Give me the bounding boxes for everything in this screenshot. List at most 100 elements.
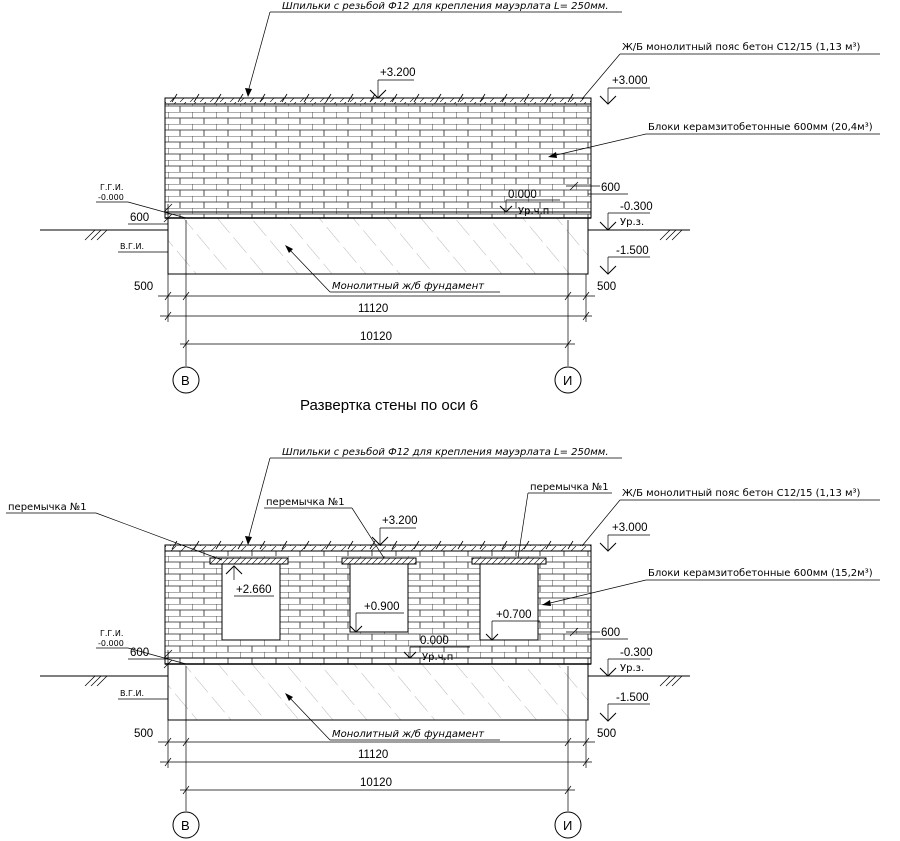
window-opening-3 xyxy=(479,563,539,641)
dim-500-left: 500 xyxy=(134,281,153,293)
level-window-2: +0.900 xyxy=(364,601,400,613)
stud-tick xyxy=(237,540,244,550)
ggi-label: Г.Г.И. xyxy=(100,183,123,192)
foundation xyxy=(167,217,589,275)
elevation-1: Шпильки с резьбой Ф12 для крепления мауэ… xyxy=(40,0,880,394)
axis-marker-right xyxy=(554,366,582,394)
dim-500-right: 500 xyxy=(597,281,616,293)
window-opening-2 xyxy=(349,563,409,633)
stud-tick xyxy=(193,540,200,550)
belt-label: Ж/Б монолитный пояс бетон С12/15 (1,13 м… xyxy=(622,488,861,499)
lintel-2 xyxy=(341,557,417,565)
foundation-label: Монолитный ж/б фундамент xyxy=(332,280,485,292)
stud-tick xyxy=(259,540,266,550)
ground-hatch-left xyxy=(84,229,108,241)
floor-label: Ур.ч.п xyxy=(422,652,453,663)
stud-tick xyxy=(215,540,222,550)
ggi-value: -0.000 xyxy=(98,193,124,202)
belt-label: Ж/Б монолитный пояс бетон С12/15 (1,13 м… xyxy=(622,42,861,53)
stud-tick xyxy=(567,93,574,103)
stud-ticks-2 xyxy=(171,540,574,550)
axis-marker-left xyxy=(172,811,200,839)
ground-level-label: Ур.з. xyxy=(620,663,644,674)
stud-tick xyxy=(281,540,288,550)
vgi-label: В.Г.И. xyxy=(120,242,144,251)
dim-600-right: 600 xyxy=(601,627,620,639)
stud-tick xyxy=(413,93,420,103)
lintel-2-label: перемычка №1 xyxy=(266,497,345,508)
dim-total: 11120 xyxy=(358,749,388,761)
dim-total: 11120 xyxy=(358,303,388,315)
axis-label-right: И xyxy=(563,818,572,833)
stud-tick xyxy=(259,93,266,103)
stud-tick xyxy=(171,540,178,550)
lintel-1 xyxy=(209,557,289,565)
level-bottom: -1.500 xyxy=(616,692,649,704)
stud-tick xyxy=(215,93,222,103)
axis-marker-left xyxy=(172,366,200,394)
dim-500-right: 500 xyxy=(597,728,616,740)
ggi-value: -0.000 xyxy=(98,639,124,648)
stud-tick xyxy=(435,93,442,103)
floor-label: Ур.ч.п xyxy=(518,206,549,217)
stud-tick xyxy=(369,93,376,103)
lintel-3 xyxy=(471,557,547,565)
stud-tick xyxy=(457,93,464,103)
level-ground: -0.300 xyxy=(620,647,653,659)
stud-tick xyxy=(193,93,200,103)
level-window-1: +2.660 xyxy=(236,584,272,596)
level-window-3: +0.700 xyxy=(496,609,532,621)
stud-tick xyxy=(567,540,574,550)
stud-tick xyxy=(457,540,464,550)
dim-axes: 10120 xyxy=(360,331,392,343)
stud-tick xyxy=(347,540,354,550)
lintel-1-label: перемычка №1 xyxy=(8,502,87,513)
axis-marker-right xyxy=(554,811,582,839)
stud-tick xyxy=(237,93,244,103)
level-belt: +3.000 xyxy=(612,522,648,534)
ggi-label: Г.Г.И. xyxy=(100,629,123,638)
axis-label-right: И xyxy=(563,373,572,388)
stud-tick xyxy=(325,93,332,103)
studs-label: Шпильки с резьбой Ф12 для крепления мауэ… xyxy=(282,0,609,12)
stud-tick xyxy=(281,93,288,103)
stud-tick xyxy=(523,93,530,103)
drawing-caption: Развертка стены по оси 6 xyxy=(300,397,478,414)
dim-600-right: 600 xyxy=(601,182,620,194)
level-bottom: -1.500 xyxy=(616,245,649,257)
axis-label-left: В xyxy=(181,818,190,833)
level-top: +3.200 xyxy=(382,515,418,527)
stud-tick xyxy=(435,540,442,550)
block-wall xyxy=(164,103,592,219)
stud-tick xyxy=(171,93,178,103)
axis-label-left: В xyxy=(181,373,190,388)
dim-500-left: 500 xyxy=(134,728,153,740)
stud-ticks-1 xyxy=(171,93,574,103)
stud-tick xyxy=(479,540,486,550)
level-zero: 0.000 xyxy=(420,635,449,647)
stud-tick xyxy=(325,540,332,550)
stud-tick xyxy=(545,540,552,550)
stud-tick xyxy=(479,93,486,103)
stud-tick xyxy=(347,93,354,103)
lintel-3-label: перемычка №1 xyxy=(530,482,609,493)
window-opening-1 xyxy=(221,563,281,641)
stud-tick xyxy=(303,93,310,103)
ground-hatch-right xyxy=(659,229,683,241)
stud-tick xyxy=(391,540,398,550)
dim-600-left: 600 xyxy=(130,647,149,659)
blocks-label: Блоки керамзитобетонные 600мм (20,4м³) xyxy=(648,122,873,133)
stud-tick xyxy=(501,93,508,103)
level-zero: 0.000 xyxy=(508,189,537,201)
foundation xyxy=(167,663,589,721)
dim-600-left: 600 xyxy=(130,212,149,224)
stud-tick xyxy=(413,540,420,550)
dim-axes: 10120 xyxy=(360,777,392,789)
level-belt: +3.000 xyxy=(612,75,648,87)
stud-tick xyxy=(523,540,530,550)
foundation-label: Монолитный ж/б фундамент xyxy=(332,728,485,740)
level-ground: -0.300 xyxy=(620,201,653,213)
stud-tick xyxy=(545,93,552,103)
vgi-label: В.Г.И. xyxy=(120,689,144,698)
